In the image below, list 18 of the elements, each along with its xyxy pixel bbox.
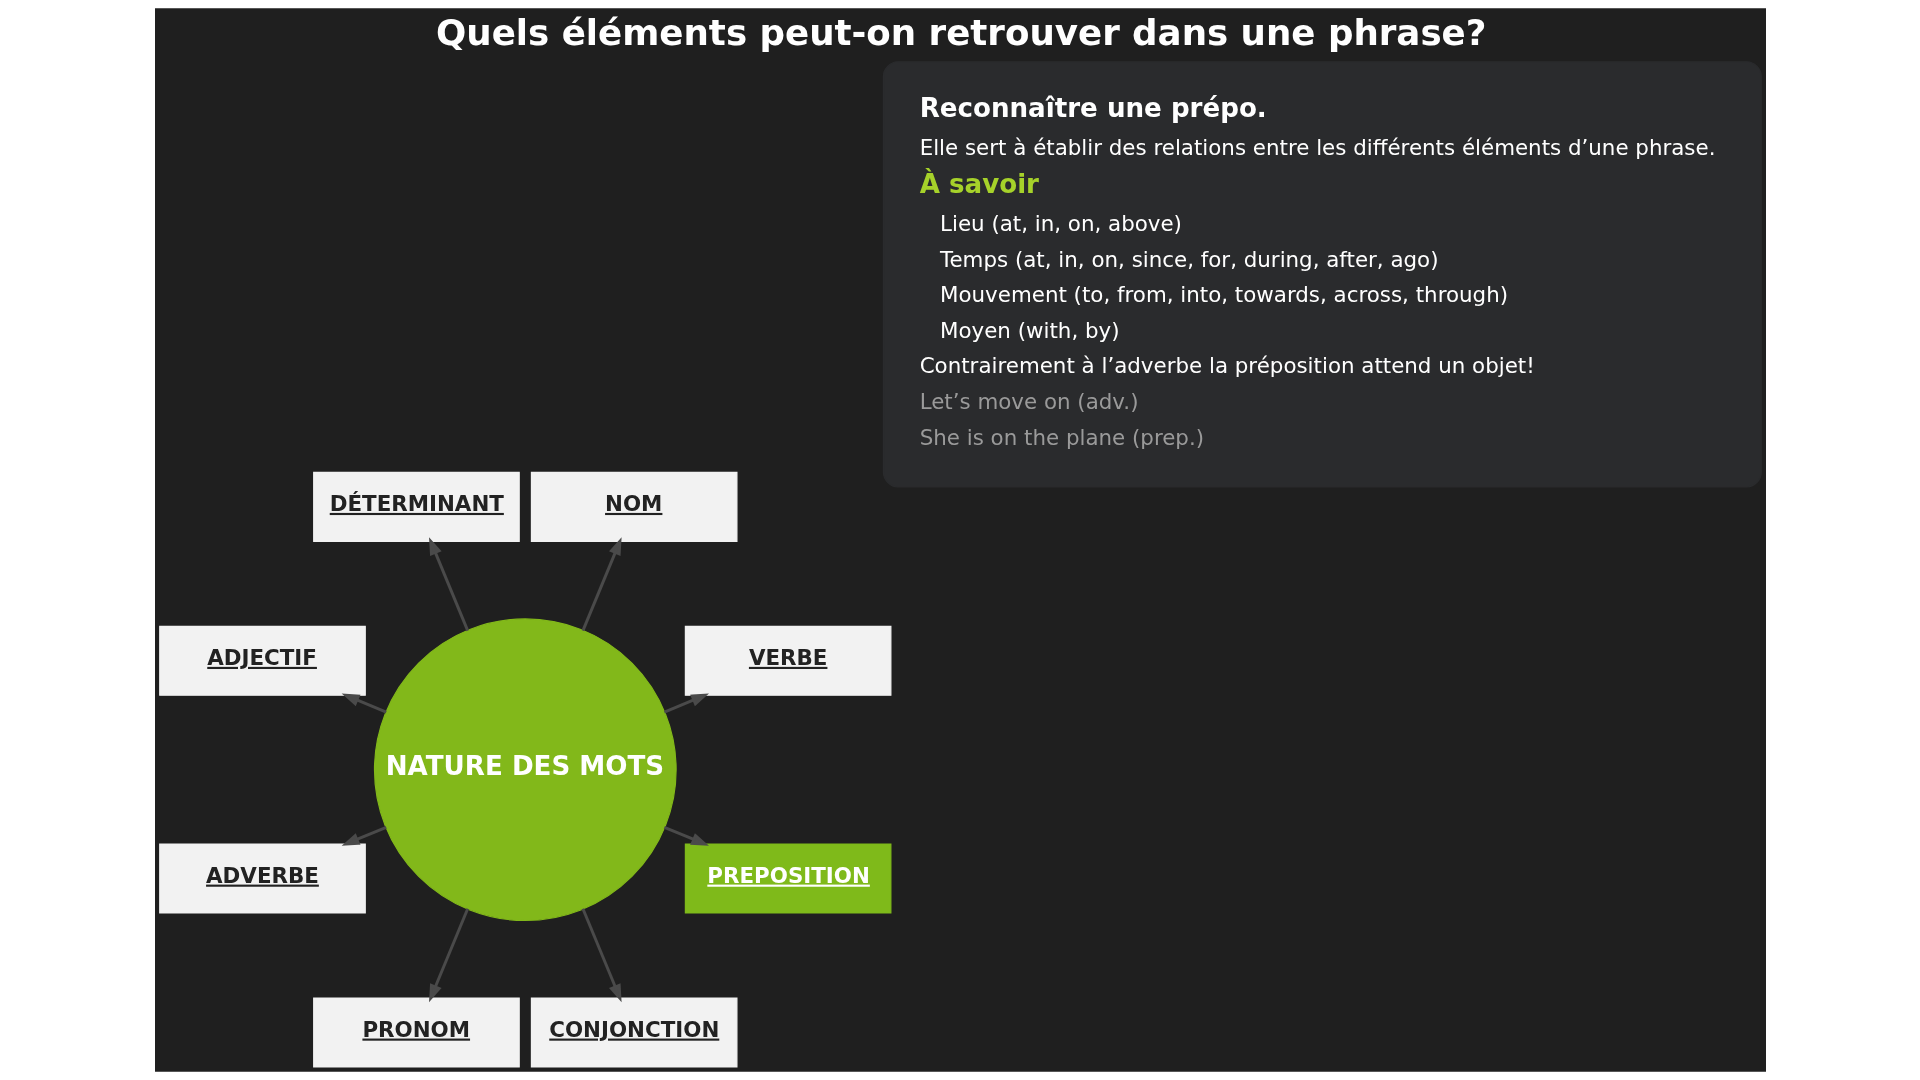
- arrow: [663, 693, 709, 714]
- node-box: ADJECTIF: [158, 625, 366, 696]
- arrow: [341, 825, 387, 846]
- arrow: [581, 537, 622, 632]
- node-box: CONJONCTION: [530, 997, 737, 1068]
- node-box: DÉTERMINANT: [312, 471, 520, 542]
- node-box: ADVERBE: [158, 843, 366, 914]
- arrow: [428, 908, 469, 1003]
- arrow: [428, 537, 469, 632]
- node-box: NOM: [530, 471, 737, 542]
- arrow: [663, 825, 709, 846]
- node-box: PRONOM: [312, 997, 520, 1068]
- arrow: [341, 693, 387, 714]
- diagram-title: Quels éléments peut-on retrouver dans une phrase?: [435, 12, 1486, 54]
- node-box: PREPOSITION: [684, 843, 891, 914]
- node-circle: NATURE DES MOTS: [373, 618, 677, 922]
- arrow: [581, 908, 622, 1003]
- node-box: VERBE: [684, 625, 891, 696]
